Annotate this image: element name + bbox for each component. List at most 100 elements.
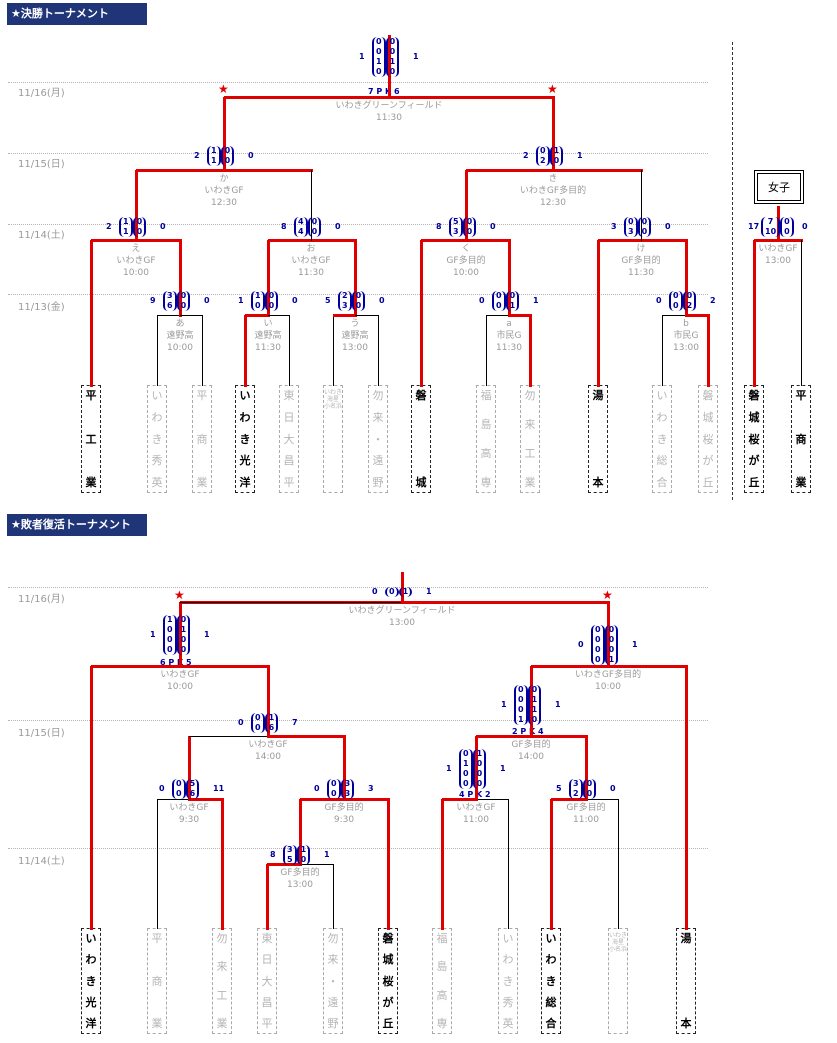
match-info-line: いわきGF (116, 256, 156, 266)
team-name: 磐城桜が丘 (698, 385, 718, 493)
match-info-line: 遠野高 (166, 331, 194, 341)
bracket-line (180, 315, 203, 316)
pk-final: 7 P K 6 (368, 87, 400, 96)
period-score: 0 (376, 47, 382, 56)
period-score: 0 (255, 301, 261, 310)
period-score: 0 (509, 291, 516, 300)
score-right: 1 (577, 151, 583, 160)
period-score: 0 (463, 749, 469, 758)
match-info-line: 12:30 (211, 198, 237, 208)
score-right: 0 (379, 296, 385, 305)
bracket-line (354, 240, 357, 317)
team-name-char: 高 (480, 447, 492, 460)
team-name-char: き (545, 974, 557, 988)
period-score: 1 (211, 146, 217, 155)
team-name-char: ・ (327, 974, 339, 988)
match-info-line: 11:30 (298, 268, 324, 278)
period-score: 0 (641, 217, 648, 226)
score-right: 0 (248, 151, 254, 160)
match-info-line: a (506, 319, 512, 329)
date-line (8, 82, 708, 83)
team-name-char: 城 (748, 410, 760, 424)
match-info-line: GF多目的 (511, 740, 551, 750)
period-score: 0 (531, 685, 538, 694)
team-name-char: 平 (85, 389, 97, 402)
score-right: 1 (555, 700, 561, 709)
score-left: 5 (556, 784, 562, 793)
bracket-line (90, 666, 93, 930)
team-name-char: 業 (524, 476, 536, 489)
team-name-char: 野 (372, 476, 384, 489)
team-name-char: が (748, 454, 760, 468)
score-right: 1 (426, 587, 432, 596)
period-score: 3 (344, 779, 351, 788)
period-score: 0 (331, 779, 337, 788)
period-score: 0 (540, 146, 546, 155)
period-score: 0 (628, 217, 634, 226)
period-score: 0 (255, 723, 261, 732)
date-label-15: 11/15(日) (18, 159, 65, 170)
match-info-line: 10:00 (453, 268, 479, 278)
team-name-char: 平 (283, 476, 295, 489)
period-score: 0 (180, 635, 187, 644)
team-name-char: 桜 (748, 432, 760, 446)
period-score: 2 (540, 156, 546, 165)
period-score: 0 (784, 217, 790, 226)
period-score: 1 (255, 291, 261, 300)
period-score: 2 (342, 291, 348, 300)
bracket-line (662, 315, 663, 386)
date-line (8, 153, 708, 154)
period-score: 6 (268, 723, 275, 732)
period-score: 0 (595, 635, 601, 644)
period-score: 0 (355, 291, 362, 300)
period-score: 1 (531, 705, 538, 714)
team-name: 平商業 (147, 928, 167, 1034)
pk-consolation-left: 6 P K 5 (160, 658, 192, 667)
score-right: 1 (533, 296, 539, 305)
period-score: 3 (167, 291, 173, 300)
score-left: 0 (479, 296, 485, 305)
period-score: 2 (686, 301, 693, 310)
team-name-char: 来 (372, 410, 384, 424)
score-left: 1 (359, 52, 365, 61)
date-line (8, 720, 708, 721)
score-left: 0 (238, 718, 244, 727)
score-right: 11 (213, 784, 225, 793)
period-score: 3 (287, 845, 293, 854)
bracket-line (311, 170, 312, 241)
period-score: 1 (123, 217, 129, 226)
team-name-char: 昌 (261, 995, 273, 1009)
period-score: 1 (167, 615, 173, 624)
team-name: 勿来工業 (520, 385, 540, 493)
score-right: 0 (610, 784, 616, 793)
section-divider (732, 42, 733, 500)
score-left: 2 (106, 222, 112, 231)
match-info-line: 市民G (673, 331, 699, 341)
bracket-line (378, 315, 379, 386)
bracket-line (135, 170, 138, 242)
team-name: 勿来工業 (212, 928, 232, 1034)
match-info-line: 10:00 (595, 682, 621, 692)
period-score: 0 (586, 779, 593, 788)
period-score: 0 (167, 635, 173, 644)
team-name-char: 商 (151, 974, 163, 988)
match-info-line: け (636, 244, 646, 254)
team-name-char: 来 (216, 960, 228, 974)
